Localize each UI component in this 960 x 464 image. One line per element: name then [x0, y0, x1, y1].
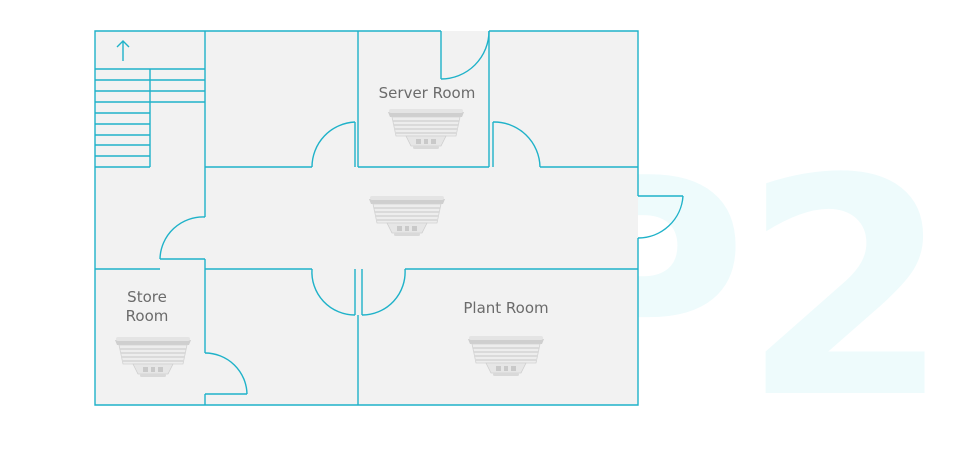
plant-room-label: Plant Room	[463, 299, 549, 317]
store-room-label: Store Room	[110, 288, 184, 326]
up-arrow-icon	[116, 40, 130, 61]
walls	[94, 30, 684, 406]
server-room-label: Server Room	[378, 84, 476, 102]
store-room-label-line2: Room	[125, 307, 169, 325]
floor-plan-drawing	[94, 30, 684, 406]
floor-plan: P2	[94, 30, 951, 440]
store-room-label-line1: Store	[127, 288, 167, 306]
